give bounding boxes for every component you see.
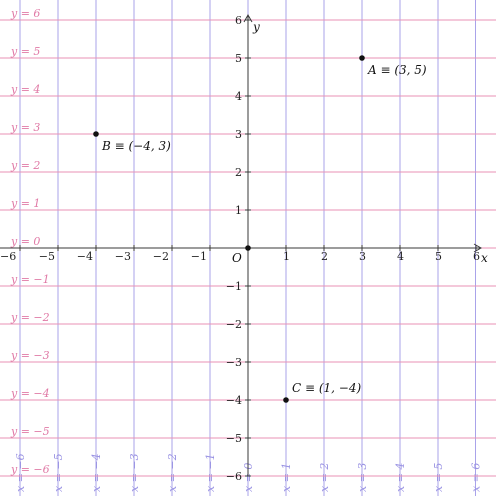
point-label: A ≡ (3, 5): [367, 63, 427, 77]
horizontal-line-label: y = −4: [10, 387, 50, 400]
point-label: C ≡ (1, −4): [292, 381, 362, 395]
x-tick-label: 6: [473, 250, 480, 263]
point-marker: [359, 55, 365, 61]
x-tick-label: 5: [435, 250, 442, 263]
horizontal-line-label: y = −6: [10, 463, 50, 476]
horizontal-line-label: y = −3: [10, 349, 50, 362]
ticks-layer: −6 −5 −4 −3 −2 −1 1 2 3 4 5 6 6 5 4 3 2 1 −1 −2 −3 −4 −5 −6: [0, 14, 480, 483]
origin-point-marker: [245, 245, 251, 251]
horizontal-line-label: y = −2: [10, 311, 50, 324]
y-tick-label: −3: [226, 356, 242, 369]
horizontal-line-label: y = 0: [10, 235, 40, 248]
y-tick-label: −6: [226, 470, 242, 483]
y-axis-label: y: [252, 20, 260, 34]
vertical-line-label: x = −1: [204, 453, 217, 492]
vertical-line-label: x = 1: [280, 463, 293, 492]
x-tick-label: −6: [0, 250, 16, 263]
horizontal-line-label: y = 4: [10, 83, 40, 96]
vertical-line-label: x = −4: [90, 453, 103, 492]
x-tick-label: −2: [153, 250, 169, 263]
horizontal-line-label: y = −5: [10, 425, 50, 438]
x-tick-label: 2: [321, 250, 328, 263]
x-tick-label: −3: [115, 250, 131, 263]
horizontal-line-label: y = 5: [10, 45, 40, 58]
point-marker: [93, 131, 99, 137]
y-tick-label: −1: [226, 280, 242, 293]
y-tick-label: 2: [235, 166, 242, 179]
points-layer: A ≡ (3, 5) B ≡ (−4, 3) C ≡ (1, −4): [93, 55, 427, 403]
horizontal-line-label: y = 6: [10, 7, 40, 20]
axes-layer: x y O: [0, 13, 488, 476]
vertical-line-label: x = 0: [242, 463, 255, 492]
y-tick-label: −2: [226, 318, 242, 331]
origin-label: O: [232, 251, 242, 265]
x-tick-label: 1: [283, 250, 290, 263]
horizontal-line-label: y = 3: [10, 121, 40, 134]
horizontal-line-label: y = 2: [10, 159, 40, 172]
vertical-line-label: x = −5: [52, 453, 65, 492]
point-marker: [283, 397, 289, 403]
y-tick-label: 3: [235, 128, 242, 141]
x-axis-label: x: [481, 251, 488, 265]
vertical-line-label: x = 2: [318, 463, 331, 492]
y-tick-label: 1: [235, 204, 242, 217]
x-tick-label: 3: [359, 250, 366, 263]
horizontal-line-label: y = −1: [10, 273, 50, 286]
vertical-line-label: x = −6: [14, 453, 27, 492]
vertical-line-label: x = −2: [166, 453, 179, 492]
x-tick-label: −5: [39, 250, 55, 263]
x-tick-label: −4: [77, 250, 93, 263]
x-tick-label: 4: [397, 250, 404, 263]
vertical-line-label: x = 4: [394, 463, 407, 492]
y-tick-label: −5: [226, 432, 242, 445]
horizontal-line-label: y = 1: [10, 197, 40, 210]
vertical-line-label: x = −3: [128, 453, 141, 492]
x-tick-label: −1: [191, 250, 207, 263]
y-tick-label: 4: [235, 90, 242, 103]
y-tick-label: 6: [235, 14, 242, 27]
vertical-line-label: x = 3: [356, 463, 369, 492]
point-label: B ≡ (−4, 3): [101, 139, 171, 153]
y-tick-label: −4: [226, 394, 242, 407]
y-tick-label: 5: [235, 52, 242, 65]
vertical-line-label: x = 5: [432, 463, 445, 492]
vertical-line-label: x = 6: [470, 463, 483, 492]
